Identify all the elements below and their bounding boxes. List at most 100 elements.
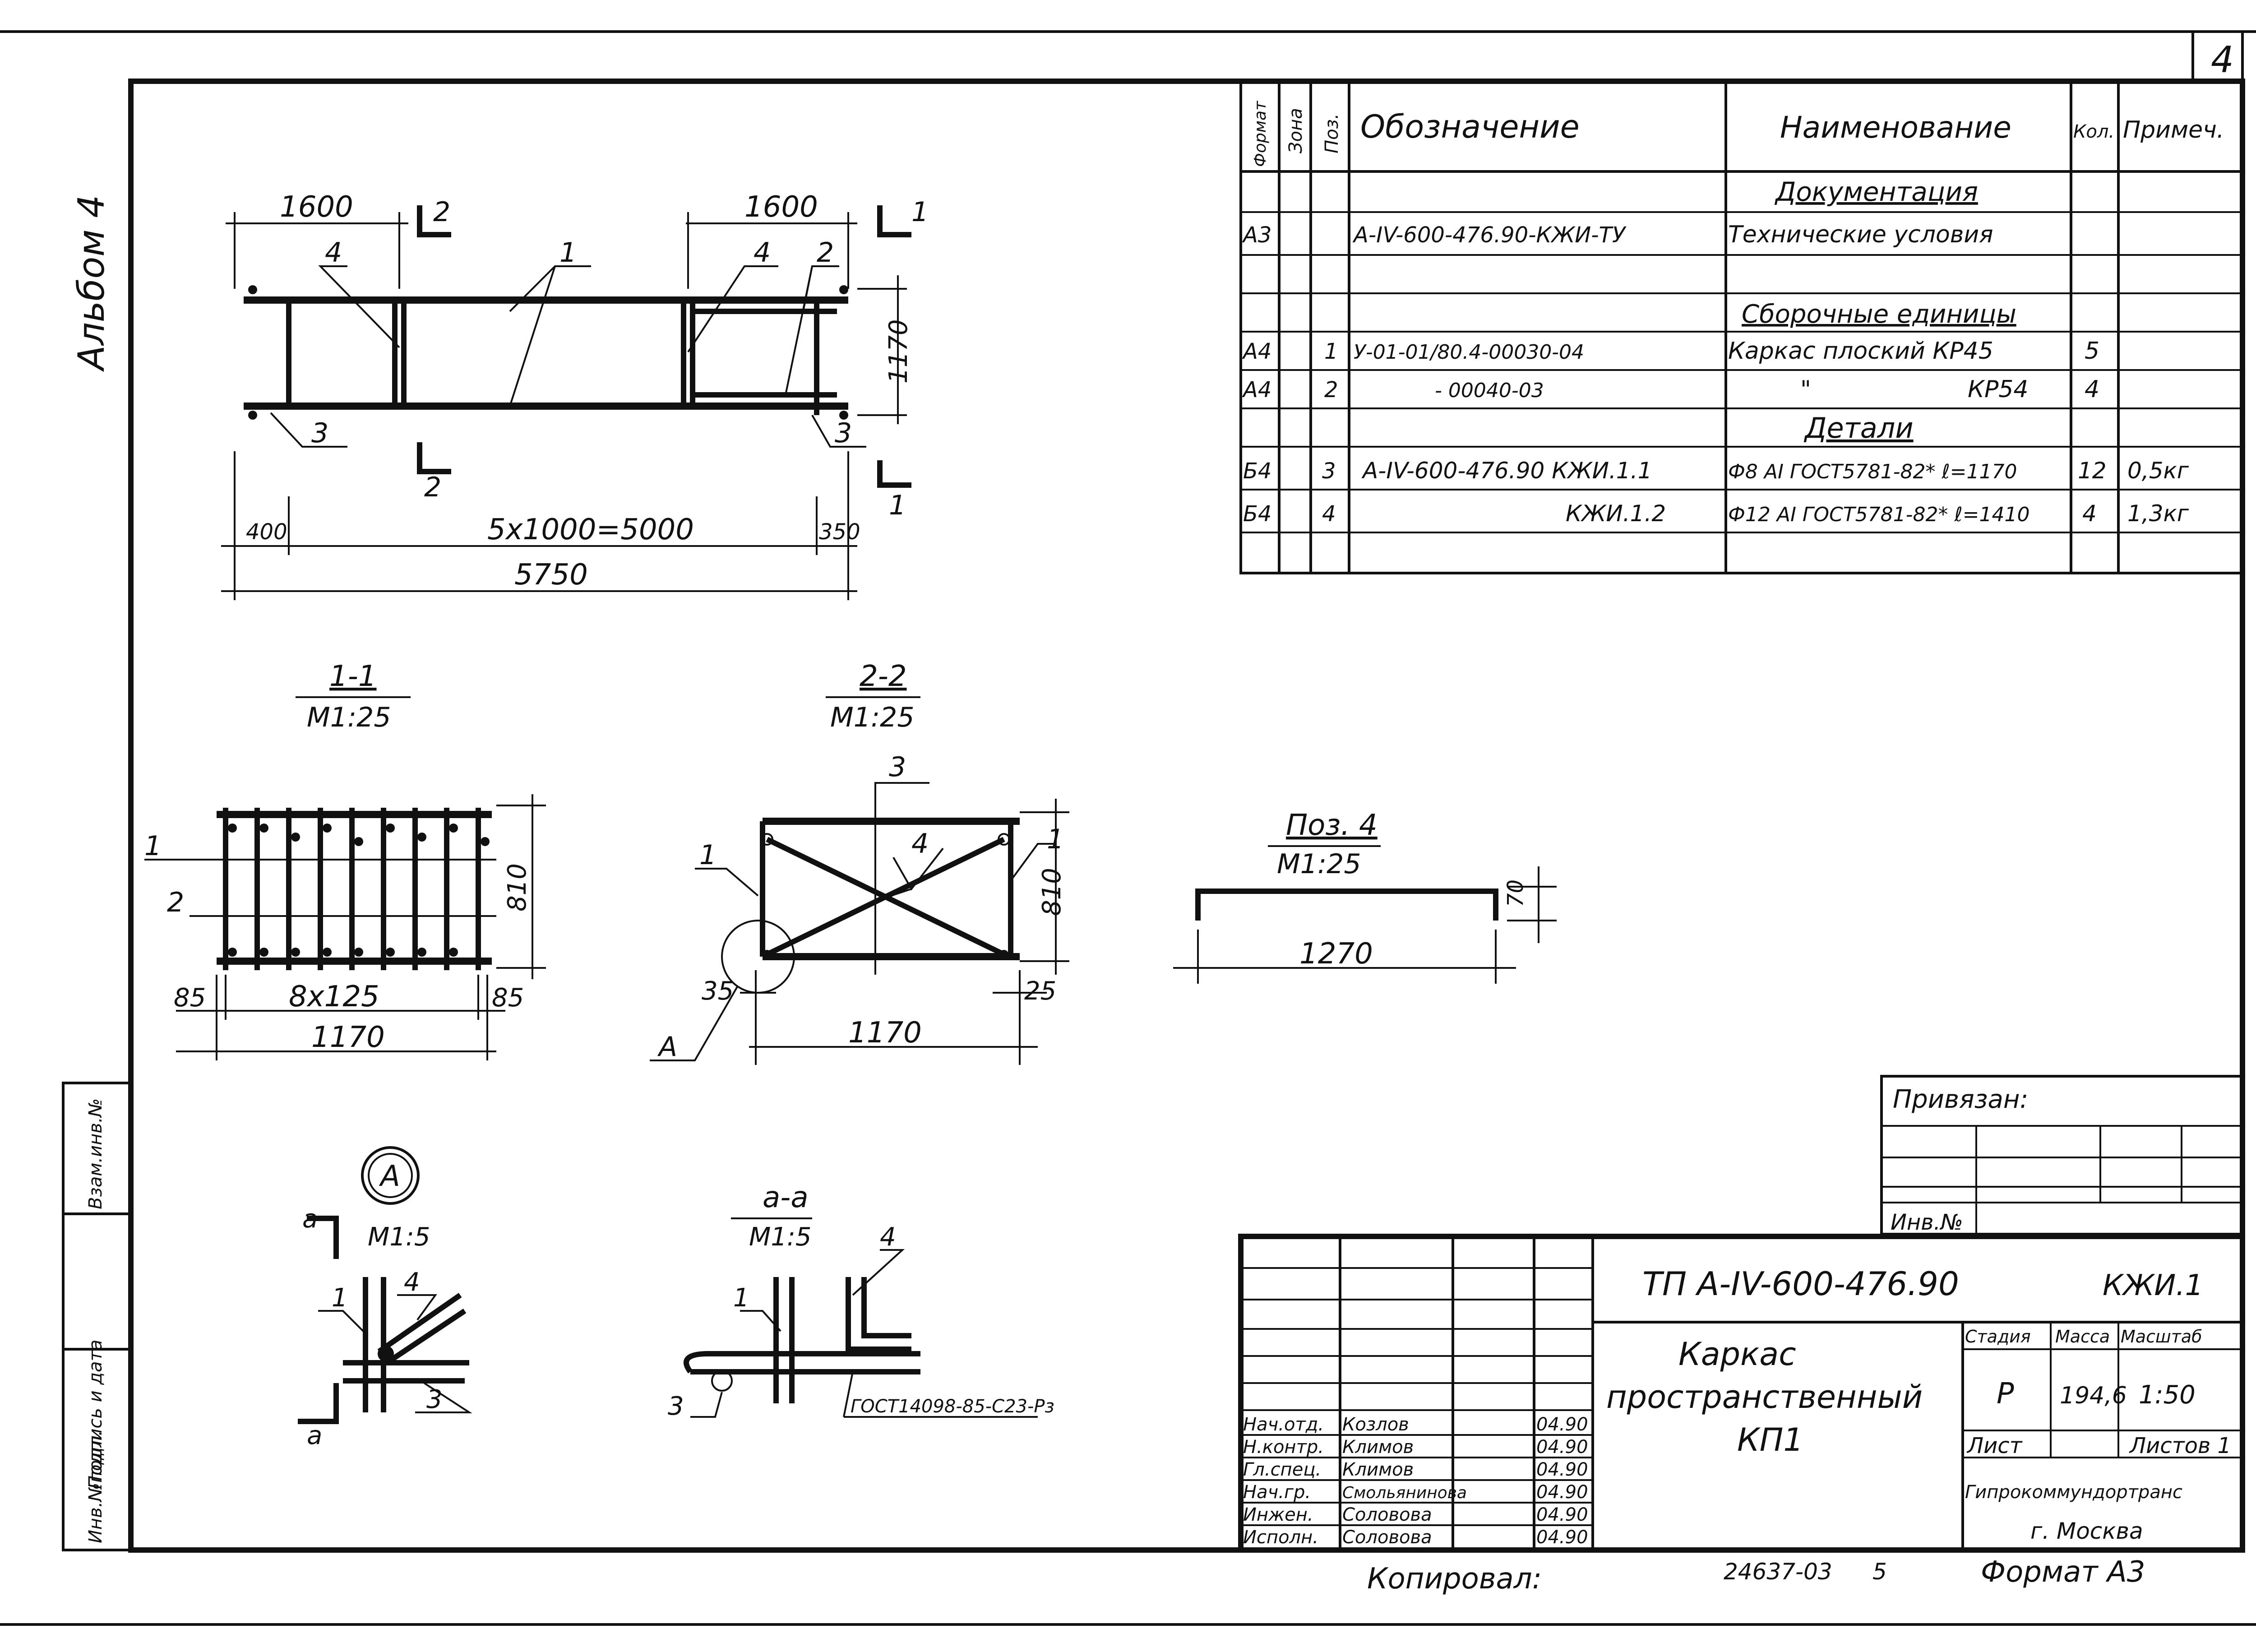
staff-role: Нач.гр. <box>1243 1482 1311 1503</box>
city: г. Москва <box>2030 1518 2143 1544</box>
col-name-header: Наименование <box>1780 110 2011 145</box>
dim-1270: 1270 <box>1299 937 1373 971</box>
detail-a-label-3: 3 <box>426 1385 443 1414</box>
table-row-note: 1,3кг <box>2127 500 2189 527</box>
detail-a-title: А <box>379 1160 400 1193</box>
dim-70: 70 <box>1503 879 1528 907</box>
stage-header: Стадия <box>1965 1327 2031 1347</box>
col-zone-header: Зона <box>1285 108 1306 153</box>
section-2-2-drawing <box>650 782 1069 1065</box>
col-qty-header: Кол. <box>2073 121 2114 142</box>
product-name-line-2: пространственный <box>1606 1379 1923 1416</box>
table-row-designation: А-IV-600-476.90-КЖИ-ТУ <box>1352 222 1627 248</box>
detail-a-cut-top: а <box>302 1204 318 1234</box>
staff-name: Соловова <box>1342 1504 1432 1525</box>
table-row-name: Технические условия <box>1728 221 1993 248</box>
table-row-qty: 4 <box>2085 376 2099 403</box>
col-format-header: Формат <box>1251 101 1270 167</box>
stamp-inv-orig: Инв.№подл. <box>85 1430 106 1543</box>
dim-1170: 1170 <box>848 1016 922 1050</box>
doc-code: ТП А-IV-600-476.90 <box>1642 1265 1959 1303</box>
dim-total: 5750 <box>514 558 588 592</box>
dim-85-left: 85 <box>174 983 206 1013</box>
dim-35: 35 <box>702 976 734 1006</box>
table-row-designation: У-01-01/80.4-00030-04 <box>1354 341 1584 364</box>
table-row-format: Б4 <box>1243 458 1271 484</box>
dim-400: 400 <box>246 519 287 545</box>
sheet-header: Лист <box>1966 1433 2023 1458</box>
section-documentation: Документация <box>1774 176 1978 207</box>
binding-block <box>1880 1075 2244 1236</box>
archive-sheet: 5 <box>1872 1559 1887 1585</box>
plan-label-3-right: 3 <box>835 417 852 449</box>
cut-mark-2-top: 2 <box>433 196 450 228</box>
dim-810: 810 <box>1037 868 1067 916</box>
section-1-1-label-2: 2 <box>167 887 184 918</box>
table-row-format: А3 <box>1242 222 1271 248</box>
staff-name: Климов <box>1342 1459 1414 1480</box>
album-label: Альбом 4 <box>70 195 112 372</box>
table-row-note: 0,5кг <box>2127 458 2189 484</box>
section-a-a-label-3: 3 <box>668 1392 684 1421</box>
table-row-pos: 1 <box>1324 339 1338 364</box>
table-row-designation: А-IV-600-476.90 КЖИ.1.1 <box>1361 458 1652 484</box>
dim-pitch: 8х125 <box>289 980 379 1013</box>
table-row-qty: 12 <box>2078 458 2107 484</box>
section-a-a-drawing <box>684 1249 1038 1418</box>
table-row-format: А4 <box>1242 377 1271 403</box>
section-2-2-label-4: 4 <box>911 828 929 860</box>
dim-1600-right: 1600 <box>744 190 818 224</box>
staff-date: 04.90 <box>1536 1504 1588 1525</box>
dim-1170: 1170 <box>311 1021 385 1054</box>
mass-header: Масса <box>2055 1327 2110 1347</box>
mass-value: 194,6 <box>2060 1382 2127 1409</box>
dim-350: 350 <box>819 519 860 545</box>
cut-mark-1-bottom: 1 <box>889 490 906 521</box>
table-row-designation: - 00040-03 <box>1435 379 1544 402</box>
section-parts: Детали <box>1803 412 1914 444</box>
detail-a-label-1: 1 <box>332 1283 348 1313</box>
organization: Гипрокоммундортранс <box>1965 1482 2182 1503</box>
section-2-2-label-3: 3 <box>889 751 906 783</box>
table-row-name: Каркас плоский КР45 <box>1728 338 1993 365</box>
staff-date: 04.90 <box>1536 1414 1588 1435</box>
section-1-1-label-1: 1 <box>144 830 162 862</box>
format-label: Формат А3 <box>1981 1555 2145 1589</box>
detail-a-cut-bottom: а <box>307 1421 322 1450</box>
table-row-format: А4 <box>1242 339 1271 364</box>
cut-mark-1-top: 1 <box>911 196 929 228</box>
archive-number: 24637-03 <box>1724 1559 1832 1585</box>
table-row-pos: 3 <box>1322 458 1336 484</box>
col-designation-header: Обозначение <box>1360 108 1580 145</box>
dim-85-right: 85 <box>492 983 524 1013</box>
plan-label-4-left: 4 <box>325 237 342 268</box>
sheet-frame <box>0 30 2256 1626</box>
scale-value: 1:50 <box>2139 1380 2196 1410</box>
section-2-2-scale: М1:25 <box>830 702 915 733</box>
dim-810: 810 <box>503 863 532 912</box>
section-1-1-drawing <box>144 794 546 1060</box>
staff-role: Гл.спец. <box>1243 1459 1321 1480</box>
plan-label-3-left: 3 <box>311 417 328 449</box>
product-name-line-3: КП1 <box>1737 1421 1803 1458</box>
stamp-signature-date: Подпись и дата <box>85 1340 106 1489</box>
spec-table-grid <box>1239 80 2244 574</box>
table-row-pos: 4 <box>1322 501 1336 527</box>
detail-a-label-4: 4 <box>404 1268 420 1297</box>
staff-date: 04.90 <box>1536 1437 1588 1458</box>
section-a-a-scale: М1:5 <box>749 1222 811 1252</box>
dim-1600-left: 1600 <box>280 190 353 224</box>
staff-name: Климов <box>1342 1437 1414 1458</box>
staff-name: Козлов <box>1342 1414 1409 1435</box>
table-row-designation: КЖИ.1.2 <box>1566 500 1666 527</box>
staff-role: Н.контр. <box>1243 1437 1324 1458</box>
table-row-format: Б4 <box>1243 501 1271 527</box>
binding-inv-label: Инв.№ <box>1891 1210 1963 1235</box>
sheets-header: Листов 1 <box>2129 1433 2231 1458</box>
table-row-pos: 2 <box>1324 377 1338 403</box>
dim-1170: 1170 <box>884 319 913 384</box>
dim-25: 25 <box>1024 976 1056 1006</box>
stage-value: Р <box>1997 1377 2014 1411</box>
staff-name: Соловова <box>1342 1527 1432 1548</box>
